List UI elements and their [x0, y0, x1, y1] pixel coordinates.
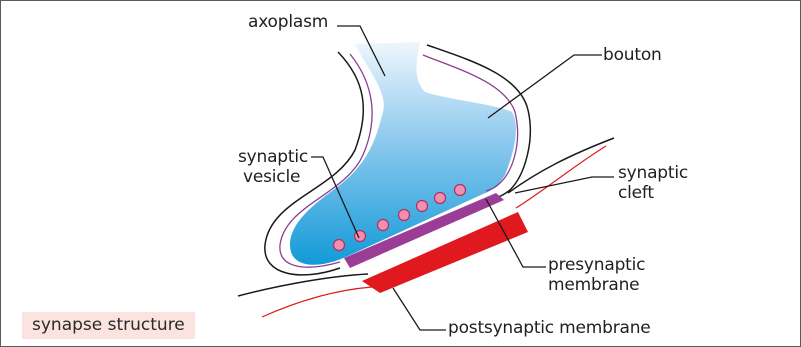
- caption-badge: synapse structure: [22, 312, 195, 339]
- postsynaptic-red-line-lower: [262, 287, 372, 317]
- label-bouton: bouton: [603, 45, 662, 65]
- postsynaptic-cell-outline-lower: [238, 274, 368, 296]
- vesicle: [399, 210, 410, 221]
- vesicle: [417, 201, 428, 212]
- label-axoplasm: axoplasm: [248, 12, 328, 32]
- leader-bouton: [488, 55, 602, 118]
- label-presynaptic-2: membrane: [548, 275, 639, 295]
- leader-synaptic-cleft: [515, 177, 614, 193]
- label-synaptic-cleft-1: synaptic: [618, 163, 688, 183]
- vesicle: [435, 193, 446, 204]
- vesicle: [334, 240, 345, 251]
- label-synaptic-cleft-2: cleft: [618, 183, 654, 203]
- label-synaptic-vesicle-2: vesicle: [243, 167, 300, 187]
- label-synaptic-vesicle-1: synaptic: [238, 147, 308, 167]
- leader-postsynaptic: [393, 288, 446, 330]
- label-postsynaptic: postsynaptic membrane: [448, 318, 651, 338]
- label-presynaptic-1: presynaptic: [548, 255, 645, 275]
- vesicle: [378, 220, 389, 231]
- vesicle: [455, 185, 466, 196]
